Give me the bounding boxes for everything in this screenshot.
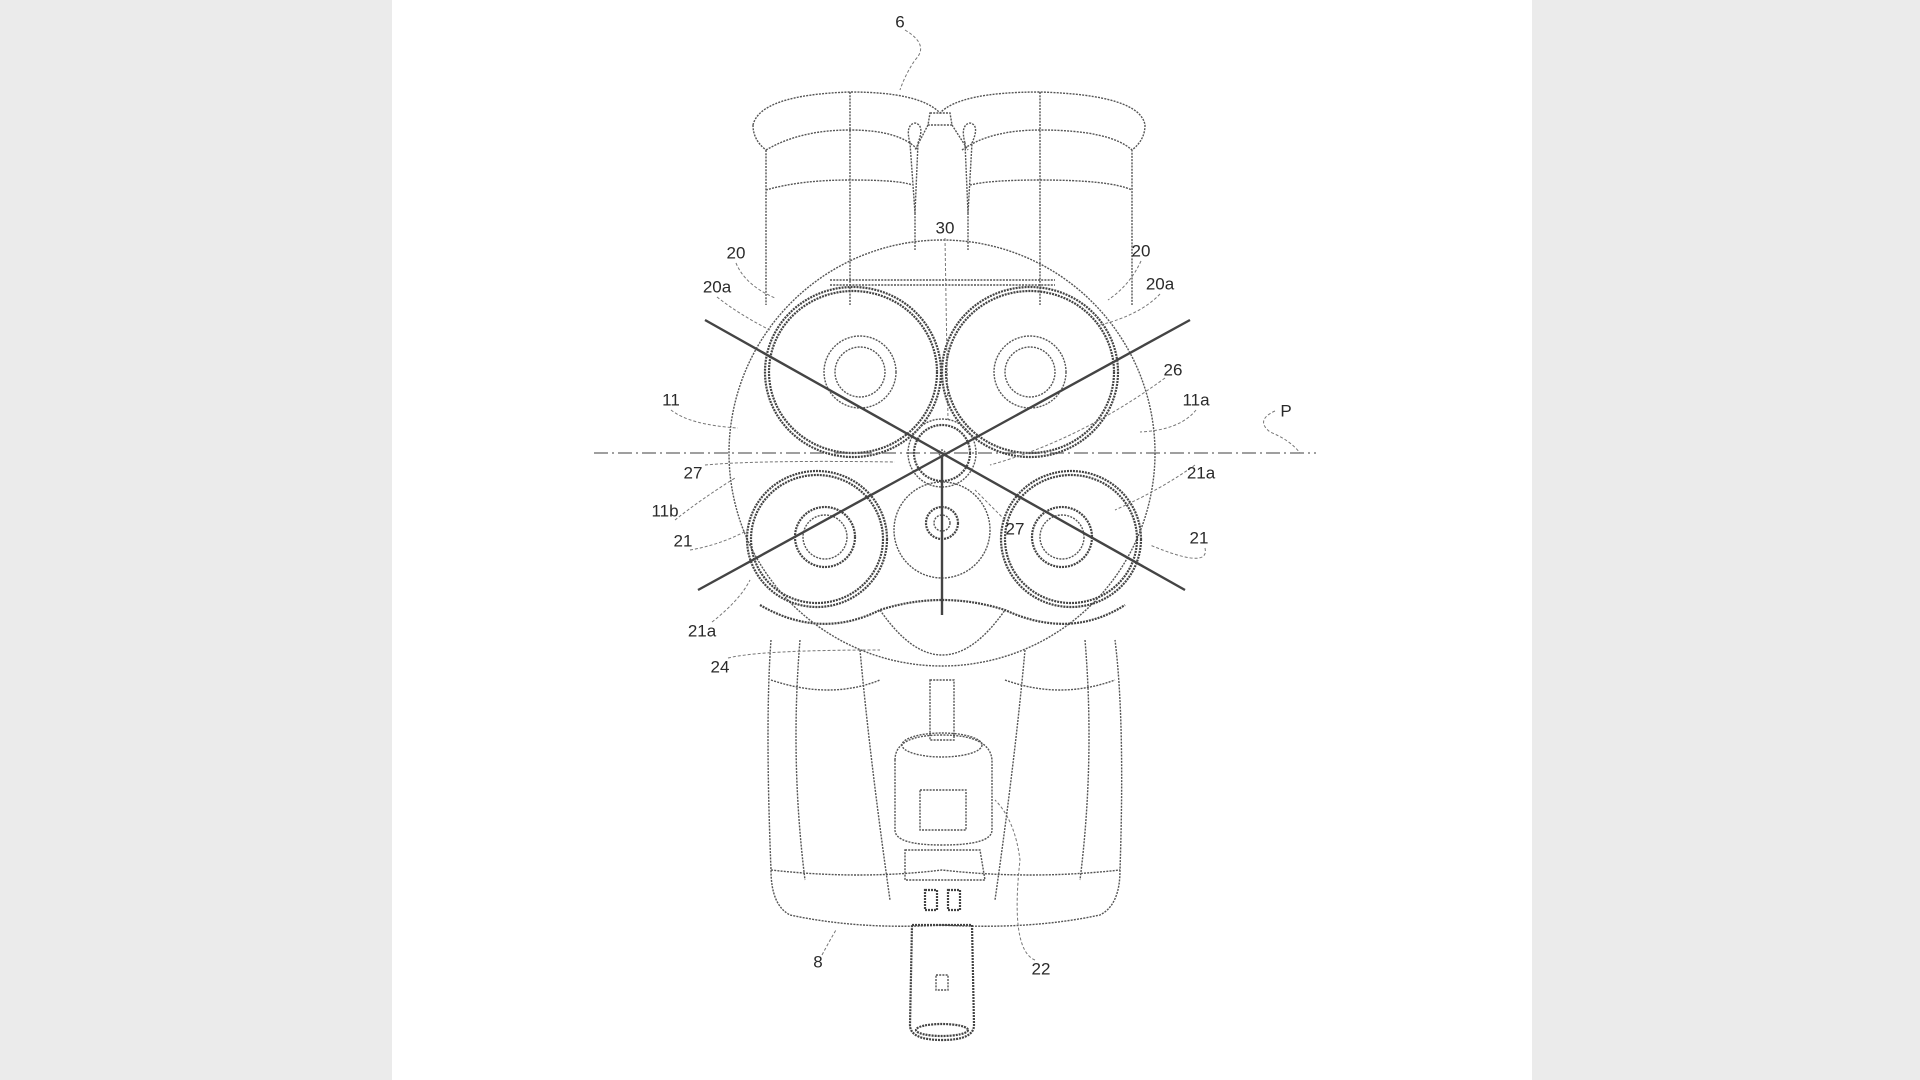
lower-roller-right [999, 469, 1143, 609]
ref-label-21a-left: 21a [687, 621, 717, 641]
ref-label-11b: 11b [651, 501, 679, 521]
ref-label-11: 11 [662, 390, 680, 410]
ref-label-8: 8 [813, 952, 823, 972]
drawing-sheet: 6 30 20 20 20a 20a 26 11 11a P 27 21a 11… [392, 0, 1532, 1080]
ref-label-20-left: 20 [726, 243, 746, 263]
ref-label-20a-right: 20a [1145, 274, 1175, 294]
ref-label-27-left: 27 [683, 463, 703, 483]
ref-label-11a: 11a [1182, 390, 1210, 410]
ref-label-22: 22 [1031, 959, 1051, 979]
ref-label-6: 6 [895, 12, 905, 32]
upper-roller-right [940, 285, 1120, 459]
ref-label-21-right: 21 [1189, 528, 1209, 548]
lower-body [767, 639, 1123, 927]
ref-label-30: 30 [935, 218, 955, 238]
handle [908, 923, 976, 1042]
lower-roller-left [745, 469, 889, 609]
upper-roller-left [763, 285, 943, 459]
lower-cover-plate [759, 598, 1126, 625]
technical-drawing [594, 29, 1316, 1042]
ref-label-24: 24 [710, 657, 730, 677]
motor-unit [894, 679, 993, 912]
ref-label-20a-left: 20a [702, 277, 732, 297]
top-housing [752, 91, 1146, 305]
rotation-axes [697, 318, 1191, 615]
ref-label-20-right: 20 [1131, 241, 1151, 261]
ref-label-27-center: 27 [1005, 519, 1025, 539]
ref-label-21a-right: 21a [1186, 463, 1216, 483]
leader-lines [670, 29, 1301, 961]
ref-label-P: P [1280, 401, 1292, 421]
ref-label-26: 26 [1163, 360, 1183, 380]
ref-label-21-left: 21 [673, 531, 693, 551]
